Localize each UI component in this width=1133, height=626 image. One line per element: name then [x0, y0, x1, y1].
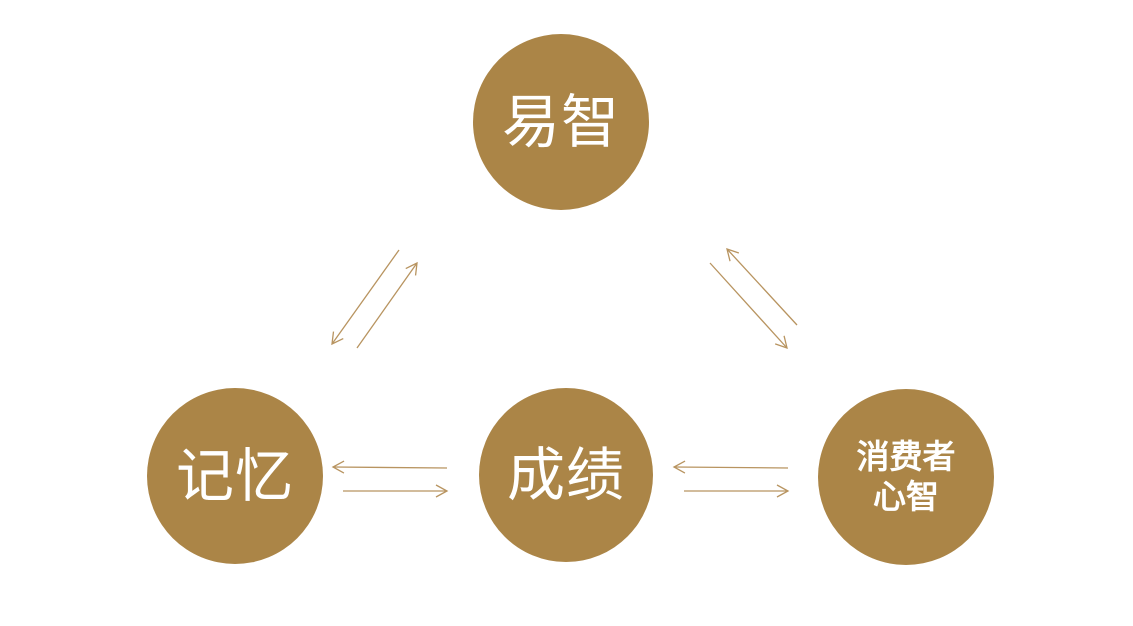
node-yizhi-label: 易智 [501, 87, 620, 156]
node-chengji-label: 成绩 [506, 440, 625, 509]
node-chengji: 成绩 [479, 388, 653, 562]
node-yizhi: 易智 [473, 34, 649, 210]
arrow-top-to-right [709, 262, 788, 350]
node-jiyi: 记忆 [147, 388, 323, 564]
node-consumer-mind-line2: 心智 [873, 477, 939, 516]
arrow-center-to-left [331, 460, 448, 474]
node-jiyi-label: 记忆 [175, 441, 294, 510]
arrow-top-to-left [331, 249, 400, 346]
node-consumer-mind-line1: 消费者 [856, 437, 956, 477]
arrow-right-to-top [726, 248, 798, 326]
arrow-left-to-top [356, 261, 418, 349]
arrow-right-to-center [672, 460, 789, 474]
node-consumer-mind: 消费者 心智 [818, 389, 994, 565]
